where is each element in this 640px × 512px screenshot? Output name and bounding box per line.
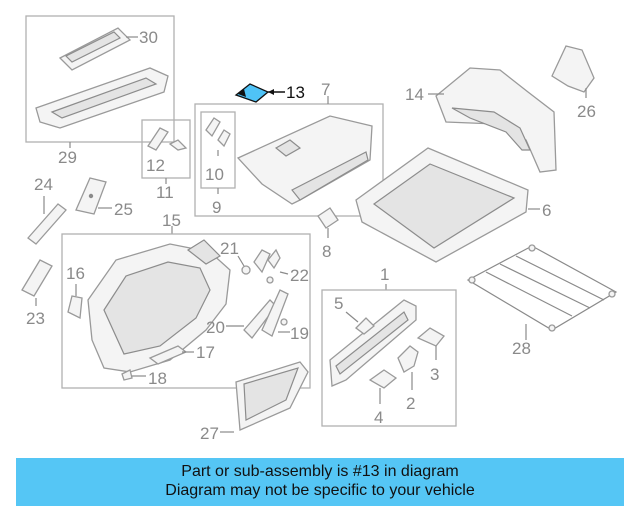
part-6-mat bbox=[355, 147, 529, 263]
part-23-panel bbox=[21, 259, 53, 297]
callout-3: 3 bbox=[430, 365, 439, 384]
callout-24: 24 bbox=[34, 175, 53, 194]
callout-26: 26 bbox=[577, 102, 596, 121]
callout-27: 27 bbox=[200, 424, 219, 443]
callout-8: 8 bbox=[322, 242, 331, 261]
callout-16: 16 bbox=[66, 264, 85, 283]
callout-28: 28 bbox=[512, 339, 531, 358]
banner-line-1: Part or sub-assembly is #13 in diagram bbox=[181, 463, 459, 480]
callout-25: 25 bbox=[114, 200, 133, 219]
part-30-bracket bbox=[58, 27, 132, 71]
part-7-cover bbox=[236, 115, 373, 205]
callout-15: 15 bbox=[162, 211, 181, 230]
part-3-cover bbox=[416, 327, 445, 347]
part-21-22-fastener bbox=[241, 248, 281, 284]
callout-23: 23 bbox=[26, 309, 45, 328]
callout-13: 13 bbox=[286, 83, 305, 102]
callout-29: 29 bbox=[58, 148, 77, 167]
callout-21: 21 bbox=[220, 239, 239, 258]
group-frame-1 bbox=[321, 289, 457, 427]
group-frame-7 bbox=[194, 103, 384, 217]
part-2-bracket bbox=[397, 345, 419, 373]
part-20-19-rail bbox=[243, 289, 289, 339]
banner-line-2: Diagram may not be specific to your vehi… bbox=[165, 482, 475, 499]
part-26-bracket bbox=[551, 45, 595, 93]
callout-2: 2 bbox=[406, 394, 415, 413]
callout-7: 7 bbox=[321, 80, 330, 99]
part-5-clip bbox=[355, 317, 375, 335]
callout-10: 10 bbox=[205, 165, 224, 184]
callout-9: 9 bbox=[212, 198, 221, 217]
leader-13-arrow bbox=[268, 89, 274, 95]
callout-5: 5 bbox=[334, 294, 343, 313]
callout-20: 20 bbox=[206, 318, 225, 337]
info-banner: Part or sub-assembly is #13 in diagram D… bbox=[16, 458, 624, 506]
part-29-shelf bbox=[35, 67, 169, 129]
part-13-pad bbox=[234, 83, 270, 103]
callout-19: 19 bbox=[290, 324, 309, 343]
callout-12: 12 bbox=[146, 156, 165, 175]
group-frame-15 bbox=[61, 233, 311, 389]
group-frame-29 bbox=[25, 15, 175, 143]
leader-5 bbox=[345, 311, 359, 323]
callout-4: 4 bbox=[374, 408, 383, 427]
callout-11: 11 bbox=[156, 183, 174, 202]
part-14-trim bbox=[435, 67, 557, 173]
part-1-sill-plate bbox=[329, 299, 417, 387]
callout-30: 30 bbox=[139, 28, 158, 47]
leader-22 bbox=[279, 271, 289, 275]
callout-18: 18 bbox=[148, 369, 167, 388]
part-16-clip bbox=[67, 295, 83, 320]
callout-14: 14 bbox=[405, 85, 424, 104]
callout-17: 17 bbox=[196, 343, 215, 362]
part-28-cargo-net bbox=[466, 244, 618, 332]
part-10-clip bbox=[205, 117, 231, 148]
part-15-quarter-trim bbox=[87, 239, 231, 373]
callout-1: 1 bbox=[380, 265, 389, 284]
leader-21 bbox=[237, 255, 245, 267]
part-27-panel bbox=[235, 361, 309, 431]
part-25-cover bbox=[75, 177, 107, 215]
part-12-clip bbox=[147, 127, 188, 151]
part-18-clip bbox=[121, 369, 133, 381]
callout-6: 6 bbox=[542, 201, 551, 220]
part-24-panel bbox=[27, 203, 67, 245]
callout-22: 22 bbox=[290, 266, 309, 285]
part-4-cover bbox=[368, 369, 398, 389]
part-8-hook bbox=[317, 207, 339, 229]
